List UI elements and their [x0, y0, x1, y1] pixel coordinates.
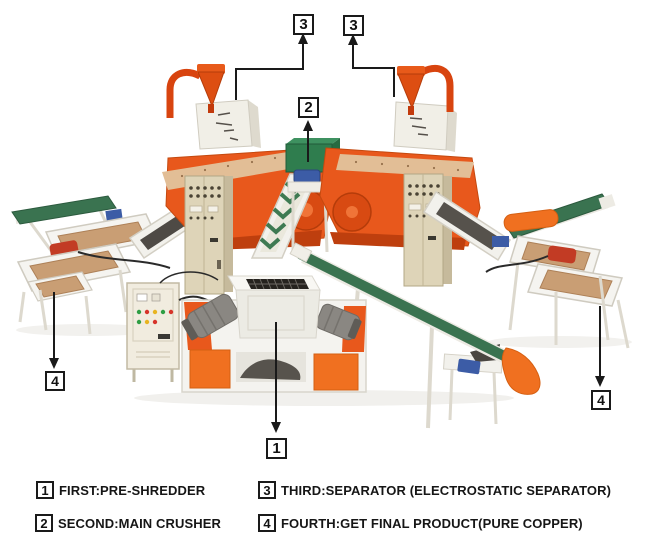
legend-text-3: THIRD:SEPARATOR (ELECTROSTATIC SEPARATOR… [281, 482, 612, 498]
left-output-station [11, 195, 171, 335]
cable [159, 271, 219, 284]
shredder-panel-left [189, 349, 231, 389]
callout-3-right: 3 [343, 15, 364, 36]
callout-3-left: 3 [293, 14, 314, 35]
callout-1: 1 [266, 438, 287, 459]
legend-item-2: 2 SECOND:MAIN CRUSHER [35, 514, 221, 532]
cable [77, 251, 171, 269]
legend-num-4: 4 [258, 514, 276, 532]
center-feed [250, 138, 340, 259]
legend-text-4: FOURTH:GET FINAL PRODUCT(PURE COPPER) [281, 515, 583, 531]
right-feeder-band [336, 154, 474, 178]
left-copper-screen-lower [29, 250, 119, 284]
main-conveyor-belt [297, 249, 527, 371]
right-blue-motor [492, 236, 509, 247]
callout-4-left: 4 [45, 371, 65, 391]
right-cyclone [397, 73, 425, 110]
callout-arrowheads [49, 33, 605, 433]
callout-4-right: 4 [591, 390, 611, 410]
cable [485, 255, 549, 273]
right-output-station [485, 193, 630, 349]
legend-num-3: 3 [258, 481, 276, 499]
box-markings [215, 112, 239, 141]
legend-num-1: 1 [36, 481, 54, 499]
shredder-hopper [235, 289, 321, 339]
pre-shredder-machine [126, 271, 367, 393]
hopper-motor [293, 169, 321, 184]
legend-text-2: SECOND:MAIN CRUSHER [58, 515, 221, 531]
shredded-output [240, 359, 301, 380]
right-cyclone-pipe [420, 65, 454, 112]
legend-text-1: FIRST:PRE-SHREDDER [59, 482, 206, 498]
box-markings [409, 117, 429, 136]
shredder-motor-left [181, 293, 239, 341]
left-cyclone [197, 71, 225, 108]
legend-num-2: 2 [35, 514, 53, 532]
right-chute [503, 209, 559, 232]
callout-2: 2 [298, 97, 319, 118]
legend-item-3: 3 THIRD:SEPARATOR (ELECTROSTATIC SEPARAT… [258, 481, 611, 499]
legend-item-1: 1 FIRST:PRE-SHREDDER [36, 481, 205, 499]
callout-lines [53, 40, 601, 424]
shredder-panel-right [313, 353, 359, 391]
right-separator [319, 65, 512, 287]
conveyor-foot [501, 347, 541, 395]
legend-item-4: 4 FOURTH:GET FINAL PRODUCT(PURE COPPER) [258, 514, 583, 532]
left-cyclone-pipe [166, 69, 202, 118]
conveyor-drive-motor [457, 358, 481, 375]
shredder-motor-right [315, 303, 362, 341]
left-discharge-conveyor-belt [11, 195, 117, 225]
ground-shadows [16, 324, 632, 406]
right-table-motor [547, 245, 577, 264]
